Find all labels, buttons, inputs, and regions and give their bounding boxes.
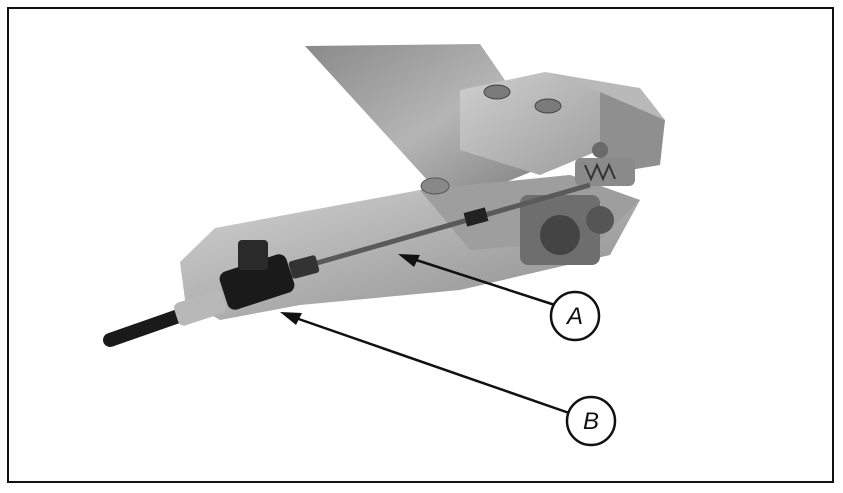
inner-cable	[309, 182, 591, 268]
callout-a-circle	[549, 290, 601, 342]
cable-clamp	[219, 240, 320, 310]
adjuster-mechanism	[520, 142, 635, 265]
callout-a	[398, 254, 601, 342]
bolt-head-1	[483, 84, 511, 100]
callout-a-label: A	[565, 303, 583, 330]
callout-b	[280, 312, 617, 447]
callout-b-label: B	[583, 408, 599, 435]
callout-b-circle	[565, 395, 617, 447]
bolt-head-2	[534, 98, 562, 114]
